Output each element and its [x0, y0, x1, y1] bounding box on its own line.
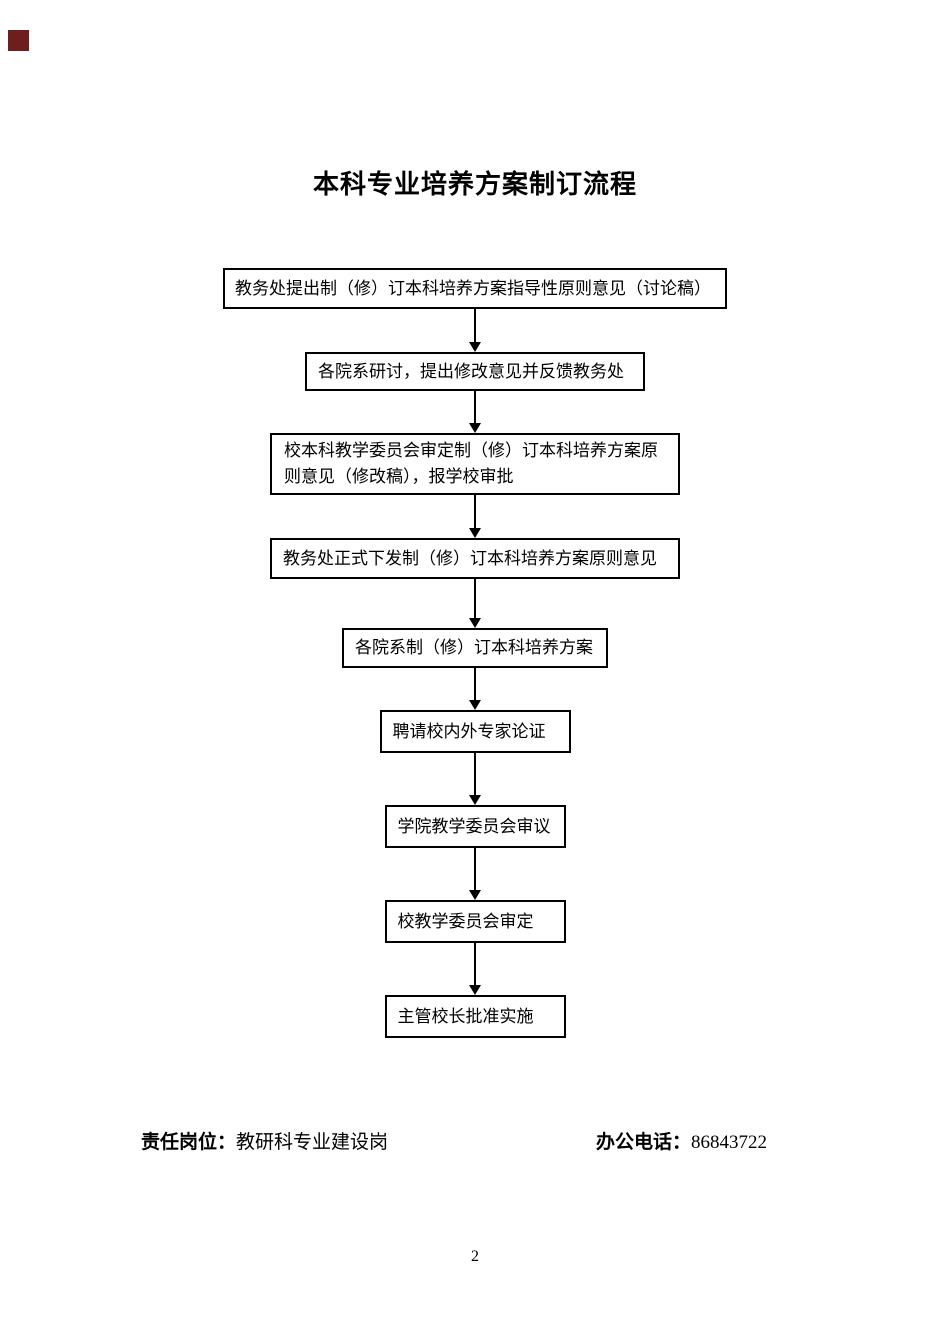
flow-step-6: 聘请校内外专家论证	[379, 710, 571, 753]
arrow-shaft	[474, 668, 476, 700]
responsibility-post-line: 责任岗位：教研科专业建设岗	[141, 1127, 388, 1154]
flow-step-5: 各院系制（修）订本科培养方案	[342, 628, 608, 668]
flowchart: 教务处提出制（修）订本科培养方案指导性原则意见（讨论稿） 各院系研讨，提出修改意…	[0, 268, 950, 1038]
red-square-marker	[8, 30, 29, 51]
arrow-head	[469, 795, 481, 805]
down-arrow-icon	[468, 579, 482, 628]
arrow-head	[469, 423, 481, 433]
arrow-shaft	[474, 848, 476, 890]
down-arrow-icon	[468, 943, 482, 995]
down-arrow-icon	[468, 391, 482, 433]
responsibility-post-value: 教研科专业建设岗	[236, 1132, 389, 1153]
arrow-head	[469, 618, 481, 628]
office-phone-value: 86843722	[691, 1132, 768, 1153]
responsibility-post-label: 责任岗位：	[141, 1132, 237, 1153]
flow-step-7: 学院教学委员会审议	[384, 805, 566, 848]
down-arrow-icon	[468, 495, 482, 538]
office-phone-line: 办公电话：86843722	[596, 1127, 767, 1154]
arrow-head	[469, 890, 481, 900]
arrow-shaft	[474, 495, 476, 528]
flow-step-8: 校教学委员会审定	[384, 900, 566, 943]
flow-step-9: 主管校长批准实施	[384, 995, 566, 1038]
arrow-shaft	[474, 943, 476, 985]
flow-step-1: 教务处提出制（修）订本科培养方案指导性原则意见（讨论稿）	[223, 268, 727, 309]
page-title: 本科专业培养方案制订流程	[312, 169, 637, 199]
down-arrow-icon	[468, 753, 482, 805]
arrow-shaft	[474, 753, 476, 795]
page-number: 2	[471, 1248, 479, 1265]
flow-step-2: 各院系研讨，提出修改意见并反馈教务处	[305, 352, 645, 391]
office-phone-label: 办公电话：	[596, 1132, 692, 1153]
arrow-head	[469, 985, 481, 995]
arrow-head	[469, 342, 481, 352]
arrow-head	[469, 528, 481, 538]
down-arrow-icon	[468, 848, 482, 900]
arrow-shaft	[474, 579, 476, 618]
arrow-head	[469, 700, 481, 710]
arrow-shaft	[474, 391, 476, 423]
flow-step-3: 校本科教学委员会审定制（修）订本科培养方案原则意见（修改稿），报学校审批	[270, 433, 680, 495]
arrow-shaft	[474, 309, 476, 342]
flow-step-4: 教务处正式下发制（修）订本科培养方案原则意见	[270, 538, 680, 579]
down-arrow-icon	[468, 309, 482, 352]
down-arrow-icon	[468, 668, 482, 710]
